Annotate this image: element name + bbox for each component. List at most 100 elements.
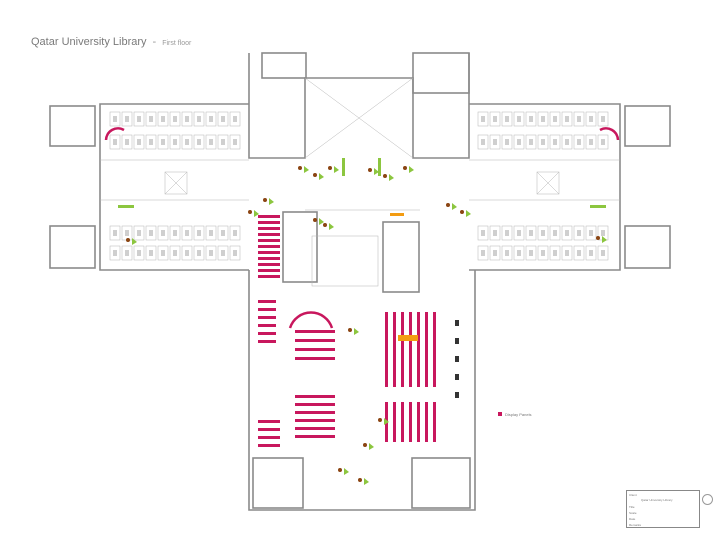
- study-table: [197, 116, 201, 122]
- lounge-chair: [596, 236, 600, 240]
- study-room: [205, 225, 217, 241]
- shelf: [295, 339, 335, 342]
- study-table: [565, 116, 569, 122]
- study-table: [529, 116, 533, 122]
- study-room: [489, 111, 501, 127]
- study-table: [185, 230, 189, 236]
- study-table: [125, 250, 129, 256]
- study-table: [517, 250, 521, 256]
- study-room: [157, 111, 169, 127]
- shelf: [258, 316, 276, 319]
- study-room: [109, 245, 121, 261]
- legend-label: Display Panels: [505, 412, 532, 417]
- study-table: [209, 230, 213, 236]
- study-room: [525, 225, 537, 241]
- study-room: [157, 225, 169, 241]
- study-table: [185, 139, 189, 145]
- study-room: [145, 111, 157, 127]
- shelf: [258, 332, 276, 335]
- shelf: [258, 245, 280, 248]
- study-table: [553, 250, 557, 256]
- shelf: [295, 419, 335, 422]
- lounge-table: [452, 203, 457, 210]
- shelf-vertical: [417, 312, 420, 387]
- lounge-chair: [460, 210, 464, 214]
- study-table: [493, 116, 497, 122]
- study-room: [549, 225, 561, 241]
- shelf: [258, 215, 280, 218]
- lounge-chair: [323, 223, 327, 227]
- curved-shelf-west: [104, 127, 125, 141]
- lounge-chair: [368, 168, 372, 172]
- lounge-chair: [403, 166, 407, 170]
- study-table: [541, 250, 545, 256]
- logo: [702, 494, 713, 505]
- study-room: [217, 134, 229, 150]
- title-separator: -: [152, 36, 157, 48]
- study-table: [221, 230, 225, 236]
- study-table: [529, 139, 533, 145]
- study-table: [173, 116, 177, 122]
- study-table: [553, 139, 557, 145]
- shelf-vertical: [433, 402, 436, 442]
- study-table: [233, 230, 237, 236]
- shelf-vertical: [409, 312, 412, 387]
- north-wall: [248, 53, 470, 159]
- tb-title-label: Title: [629, 505, 635, 509]
- north-east-stair: [412, 52, 470, 94]
- lounge-table: [384, 418, 389, 425]
- shelf-vertical: [393, 312, 396, 387]
- tb-remarks-label: Remarks: [629, 523, 642, 527]
- study-table: [541, 230, 545, 236]
- study-table: [233, 116, 237, 122]
- shelf-vertical: [409, 402, 412, 442]
- study-table: [149, 250, 153, 256]
- atrium-cross-b: [304, 77, 414, 159]
- west-south-core: [49, 225, 96, 269]
- study-room: [561, 225, 573, 241]
- lounge-chair: [263, 198, 267, 202]
- legend: [498, 412, 502, 416]
- study-room: [561, 245, 573, 261]
- central-east-core: [382, 221, 420, 293]
- study-table: [221, 116, 225, 122]
- study-room: [501, 225, 513, 241]
- study-table: [601, 139, 605, 145]
- study-room: [181, 225, 193, 241]
- study-room: [193, 111, 205, 127]
- lounge-table: [132, 238, 137, 245]
- study-room: [121, 134, 133, 150]
- study-room: [109, 225, 121, 241]
- study-room: [145, 245, 157, 261]
- shelf: [295, 330, 335, 333]
- study-table: [577, 139, 581, 145]
- study-table: [529, 250, 533, 256]
- lounge-chair: [328, 166, 332, 170]
- display-panel: [455, 392, 459, 398]
- tb-project-name: Qatar University Library: [641, 498, 673, 502]
- study-table: [185, 250, 189, 256]
- study-room: [561, 111, 573, 127]
- interior-lines: [100, 77, 620, 287]
- study-table: [149, 116, 153, 122]
- title-block: Client Qatar University Library Title Sc…: [626, 490, 700, 528]
- shelf: [258, 269, 280, 272]
- lounge-table: [319, 173, 324, 180]
- shelf: [258, 444, 280, 447]
- study-table: [553, 230, 557, 236]
- study-table: [197, 230, 201, 236]
- lounge-chair: [338, 468, 342, 472]
- study-room: [573, 134, 585, 150]
- study-room: [597, 134, 609, 150]
- study-room: [477, 134, 489, 150]
- study-room: [549, 111, 561, 127]
- study-room: [585, 134, 597, 150]
- shelf: [295, 427, 335, 430]
- study-table: [505, 139, 509, 145]
- study-table: [517, 230, 521, 236]
- lounge-chair: [378, 418, 382, 422]
- shelf: [258, 275, 280, 278]
- central-west-core: [282, 211, 318, 283]
- study-table: [553, 116, 557, 122]
- shelf: [295, 411, 335, 414]
